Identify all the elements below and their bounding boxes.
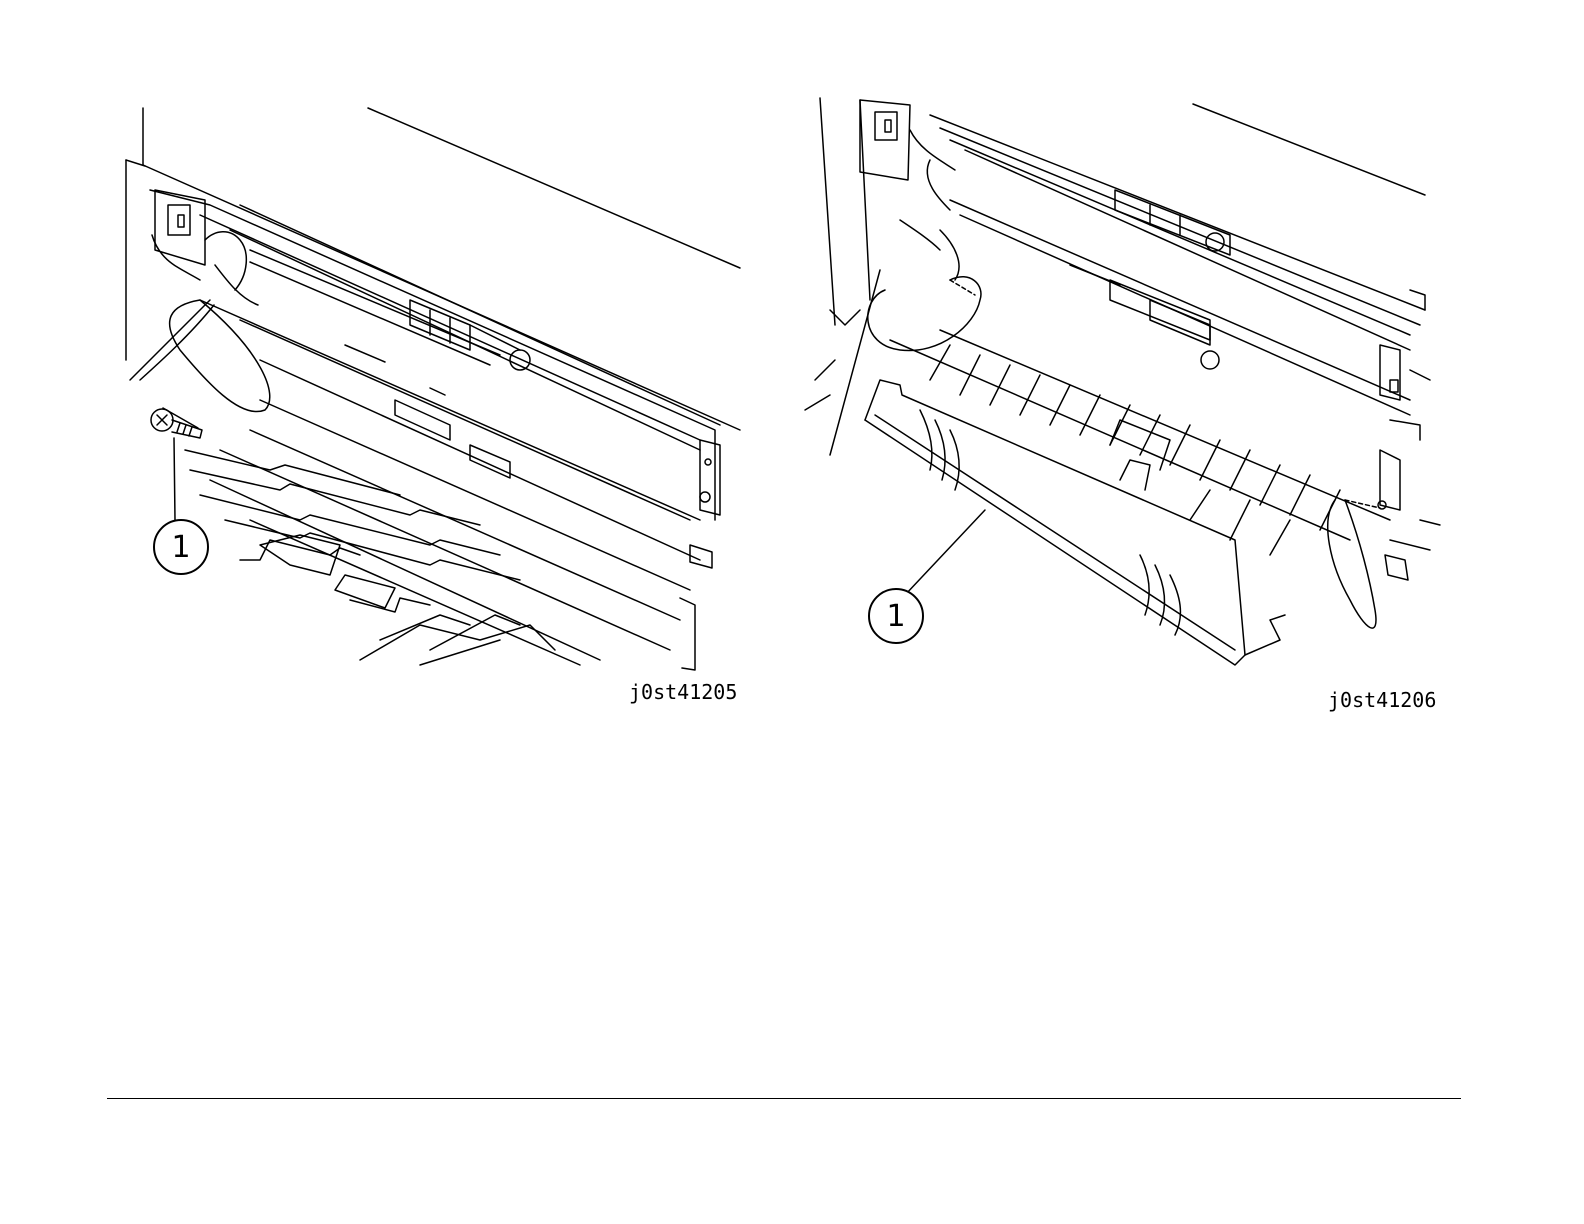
figure-id-label: j0st41205 (629, 680, 737, 704)
line-drawing-left (0, 0, 790, 740)
figure-left: 1 j0st41205 (0, 0, 790, 740)
figure-right: 1 j0st41206 (790, 0, 1584, 740)
callout-number: 1 (153, 519, 209, 575)
footer-divider (107, 1098, 1461, 1099)
callout-number: 1 (868, 588, 924, 644)
figure-id-label: j0st41206 (1328, 688, 1436, 712)
